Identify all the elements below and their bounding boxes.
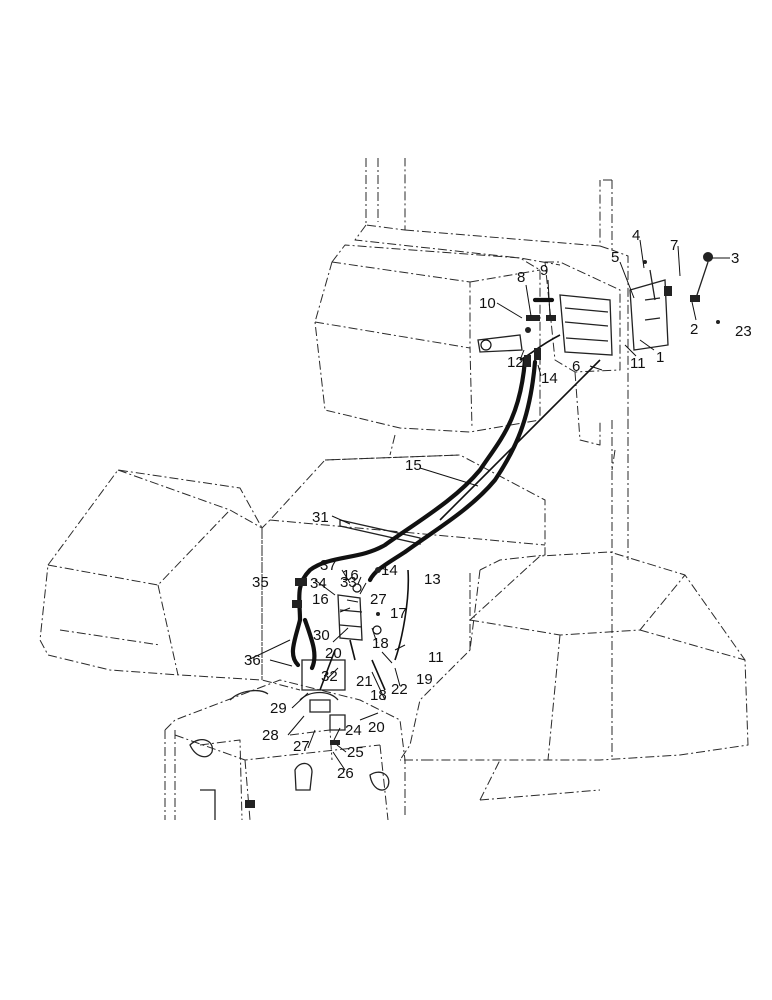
- leader-lines: [247, 239, 730, 771]
- callout-18-lower: 18: [370, 687, 387, 704]
- callout-36: 36: [244, 652, 261, 669]
- callout-31: 31: [312, 509, 329, 526]
- callout-25: 25: [347, 744, 364, 761]
- callout-16-upper: 16: [342, 567, 359, 584]
- upper-housing: [314, 244, 541, 433]
- callout-11-lower: 11: [428, 649, 444, 666]
- callout-29: 29: [270, 700, 287, 717]
- callout-15: 15: [405, 457, 422, 474]
- control-valve-bank: [477, 261, 621, 446]
- left-fender: [39, 469, 263, 681]
- callout-21: 21: [356, 673, 373, 690]
- hydraulic-hoses: [290, 297, 601, 691]
- callout-22: 22: [391, 681, 408, 698]
- callout-26: 26: [337, 765, 354, 782]
- callout-35: 35: [252, 574, 269, 591]
- lever-bracket: [629, 252, 720, 351]
- callout-30: 30: [313, 627, 330, 644]
- cab-frame: [354, 158, 629, 760]
- callout-6: 6: [572, 358, 580, 375]
- cab-body: [229, 434, 616, 761]
- callout-18-upper: 18: [372, 635, 389, 652]
- hose-fittings: [292, 315, 556, 608]
- callout-12: 12: [507, 354, 524, 371]
- callout-24: 24: [345, 722, 362, 739]
- callout-23: 23: [735, 323, 752, 340]
- callout-7: 7: [670, 237, 678, 254]
- callout-17: 17: [390, 605, 407, 622]
- callout-20-lower: 20: [368, 719, 385, 736]
- callout-9: 9: [540, 262, 548, 279]
- callout-4: 4: [632, 227, 640, 244]
- callout-1: 1: [656, 349, 664, 366]
- callout-3: 3: [731, 250, 739, 267]
- callout-28: 28: [262, 727, 279, 744]
- callout-34: 34: [310, 575, 327, 592]
- hose-clamp-bar: [339, 519, 421, 545]
- callout-20-upper: 20: [325, 645, 342, 662]
- callout-19: 19: [416, 671, 433, 688]
- callout-27-upper: 27: [370, 591, 387, 608]
- right-fender: [400, 551, 749, 801]
- callout-37: 37: [320, 557, 337, 574]
- callout-labels: 1 2 3 4 5 6 7 8 9 10 11 11 12 13 14 14 1…: [244, 227, 752, 782]
- callout-16-lower: 16: [312, 591, 329, 608]
- callout-5: 5: [611, 249, 619, 266]
- callout-14-lower: 14: [381, 562, 398, 579]
- callout-2: 2: [690, 321, 698, 338]
- callout-8: 8: [517, 269, 525, 286]
- callout-14-upper: 14: [541, 370, 558, 387]
- callout-33: 33: [340, 574, 357, 591]
- callout-10: 10: [479, 295, 496, 312]
- callout-27-lower: 27: [293, 738, 310, 755]
- callout-11-upper: 11: [630, 355, 646, 372]
- callout-32: 32: [321, 668, 338, 685]
- callout-13: 13: [424, 571, 441, 588]
